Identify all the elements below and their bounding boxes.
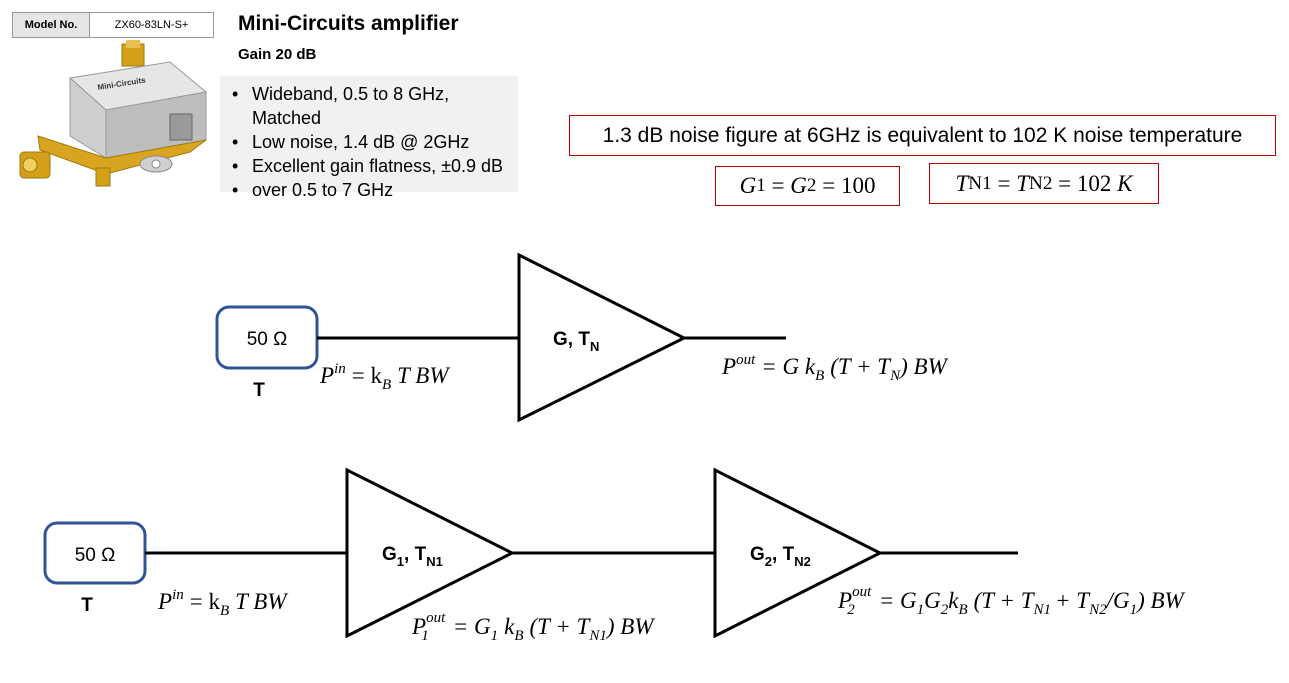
amplifier-label: G, TN [553,329,599,354]
product-gain: Gain 20 dB [238,46,317,63]
feature-item: Low noise, 1.4 dB @ 2GHz [232,130,518,154]
noise-figure-note: 1.3 dB noise figure at 6GHz is equivalen… [569,115,1276,156]
model-value: ZX60-83LN-S+ [114,19,189,31]
g2-subscript: 2 [806,175,817,196]
amplifier-1-triangle [345,467,516,639]
temperature-value: 102 [1076,170,1112,196]
model-label: Model No. [13,13,90,37]
tn2-subscript: N2 [1029,172,1053,194]
equals-sign: = [997,170,1011,196]
amplifier-triangle [517,252,688,423]
tn2-symbol: T [1016,170,1029,196]
amplifier-2-label: G2, TN2 [750,544,811,569]
tn1-subscript: N1 [968,172,992,194]
model-table: Model No. ZX60-83LN-S+ [12,12,214,38]
g2-symbol: G [790,173,807,198]
temperature-label: T [253,380,265,401]
resistor-label: 50 Ω [75,545,116,566]
tn1-symbol: T [955,170,969,196]
g1-subscript: 1 [756,175,766,196]
equals-sign: = [1058,170,1072,196]
product-card: Model No. ZX60-83LN-S+ Mini-Circuits Min… [10,10,518,202]
product-title: Mini-Circuits amplifier [238,12,459,35]
amplifier-photo: Mini-Circuits [10,40,216,202]
temperature-label: T [81,595,93,616]
feature-continuation: over 0.5 to 7 GHz [252,180,394,200]
feature-list: Wideband, 0.5 to 8 GHz, Matched Low nois… [220,76,518,202]
equals-sign: = [771,173,785,198]
temperature-unit: K [1117,170,1133,196]
g1-symbol: G [739,173,757,198]
amplifier-2-triangle [713,467,884,639]
equals-sign: = [822,173,836,198]
resistor-label: 50 Ω [247,329,288,350]
feature-item: over 0.5 to 7 GHz [232,178,518,202]
amplifier-1-label: G1, TN1 [382,544,443,569]
feature-item: Wideband, 0.5 to 8 GHz, Matched [232,82,518,130]
output-power-equation: Pout= G kB(T + TN) BW [721,352,949,384]
feature-item: Excellent gain flatness, ±0.9 dB [232,154,518,178]
gain-value: 100 [840,173,876,198]
